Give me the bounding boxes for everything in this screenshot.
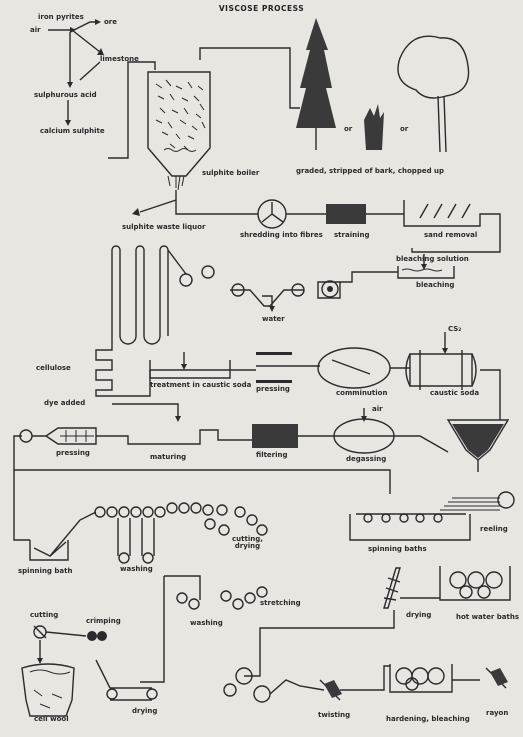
sulphite-boiler-label: sulphite boiler xyxy=(202,170,259,177)
diagram-title: VISCOSE PROCESS xyxy=(0,4,523,13)
cs2-label: CS₂ xyxy=(448,326,461,333)
sulphite-boiler xyxy=(148,72,210,190)
maturing-label: maturing xyxy=(150,454,186,461)
spinning-baths-label: spinning baths xyxy=(368,546,427,553)
cell-wool-label: cell wool xyxy=(34,716,69,723)
bleaching-label: bleaching xyxy=(416,282,454,289)
drying-right-label: drying xyxy=(406,612,431,619)
comminution-label: comminution xyxy=(336,390,387,397)
twisting-label: twisting xyxy=(318,712,350,719)
drying-left-label: drying xyxy=(132,708,157,715)
hardening-label: hardening, bleaching xyxy=(386,716,470,723)
pressing-mid-label: pressing xyxy=(256,386,290,393)
filtering-label: filtering xyxy=(256,452,288,459)
reeling-label: reeling xyxy=(480,526,508,533)
sulphurous-acid-label: sulphurous acid xyxy=(34,92,97,99)
dye-added-label: dye added xyxy=(44,400,85,407)
washing-label-1: washing xyxy=(120,566,153,573)
or-label-1: or xyxy=(344,126,352,133)
graded-label: graded, stripped of bark, chopped up xyxy=(296,168,444,175)
pressing-left-label: pressing xyxy=(56,450,90,457)
washing-label-2: washing xyxy=(190,620,223,627)
hot-water-baths-label: hot water baths xyxy=(456,614,519,621)
sand-removal-label: sand removal xyxy=(424,232,477,239)
water-label: water xyxy=(262,316,285,323)
ore-label: ore xyxy=(104,19,117,26)
crimping-label: crimping xyxy=(86,618,121,625)
or-label-2: or xyxy=(400,126,408,133)
chemical-arrows xyxy=(48,19,104,126)
degassing-label: degassing xyxy=(346,456,386,463)
air-label: air xyxy=(30,27,41,34)
bleaching-solution-label: bleaching solution xyxy=(396,256,469,263)
sulphite-waste-liquor-label: sulphite waste liquor xyxy=(122,224,205,231)
air-degas-label: air xyxy=(372,406,383,413)
cutting-label: cutting xyxy=(30,612,58,619)
washing-rollers xyxy=(95,503,267,563)
tree-illustrations xyxy=(296,18,469,152)
cellulose-label: cellulose xyxy=(36,365,71,372)
treatment-label: treatment in caustic soda xyxy=(150,382,251,389)
shredding-label: shredding into fibres xyxy=(240,232,323,239)
iron-pyrites-label: iron pyrites xyxy=(38,14,84,21)
calcium-sulphite-label: calcium sulphite xyxy=(40,128,105,135)
limestone-label: limestone xyxy=(100,56,139,63)
stretching-label: stretching xyxy=(260,600,301,607)
rayon-label: rayon xyxy=(486,710,508,717)
cutting-drying-label: cutting, drying xyxy=(232,536,263,550)
straining-label: straining xyxy=(334,232,369,239)
spinning-bath-label: spinning bath xyxy=(18,568,72,575)
caustic-soda-label: caustic soda xyxy=(430,390,479,397)
